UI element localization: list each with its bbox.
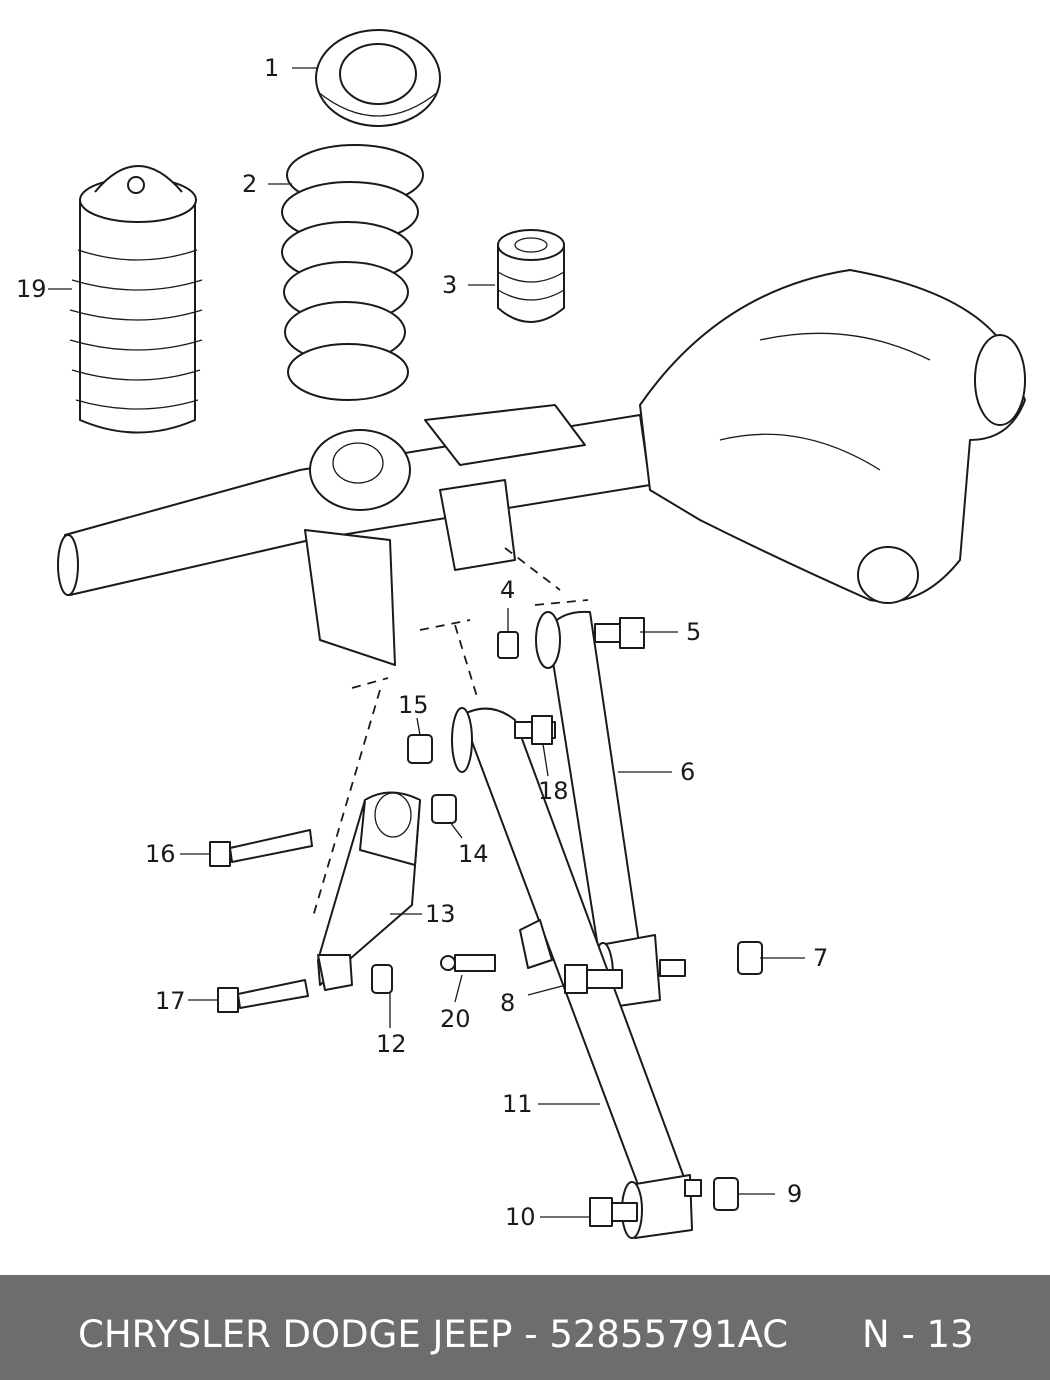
alignment-lines [311,547,589,921]
callout-13: 13 [425,900,456,928]
bolt-5 [594,617,645,649]
suspension-exploded-diagram: 1 2 3 4 5 6 7 8 9 10 11 12 13 14 15 16 1… [16,29,1026,1239]
spring-isolator [315,29,441,127]
bolt-8 [564,959,686,994]
stud-20 [440,954,496,972]
callout-1: 1 [264,54,279,82]
bolt-16 [209,829,313,867]
upper-control-arm [535,610,661,1009]
nut-14 [431,794,457,824]
callout-9: 9 [787,1180,802,1208]
callout-labels: 1 2 3 4 5 6 7 8 9 10 11 12 13 14 15 16 1… [16,54,828,1231]
nut-9 [713,1177,739,1211]
bump-stop [497,229,565,323]
callout-11: 11 [502,1090,533,1118]
callout-8: 8 [500,989,515,1017]
leader-lines [48,67,805,1218]
arm-bracket [519,919,553,969]
callout-7: 7 [813,944,828,972]
lower-control-arm [451,707,693,1239]
callout-15: 15 [398,691,429,719]
page-reference: N - 13 [862,1313,974,1356]
callout-12: 12 [376,1030,407,1058]
callout-3: 3 [442,271,457,299]
coil-spring [281,144,424,401]
callout-5: 5 [686,618,701,646]
callout-18: 18 [538,777,569,805]
callout-14: 14 [458,840,489,868]
callout-20: 20 [440,1005,471,1033]
nut-12 [371,964,393,994]
callout-10: 10 [505,1203,536,1231]
bolt-17 [217,979,309,1013]
nut-7 [737,941,763,975]
callout-4: 4 [500,576,515,604]
callout-19: 19 [16,275,47,303]
axle-housing [57,269,1026,666]
callout-6: 6 [680,758,695,786]
callout-16: 16 [145,840,176,868]
nut-4 [497,631,519,659]
bolt-10 [589,1179,702,1227]
footer-bar: CHRYSLER DODGE JEEP - 52855791AC N - 13 [0,1275,1050,1380]
bolt-18 [514,715,556,745]
callout-17: 17 [155,987,186,1015]
callout-2: 2 [242,170,257,198]
nut-15 [407,734,433,764]
shock-absorber [317,791,421,991]
air-spring [69,165,203,434]
part-number-title: CHRYSLER DODGE JEEP - 52855791AC [78,1313,789,1356]
